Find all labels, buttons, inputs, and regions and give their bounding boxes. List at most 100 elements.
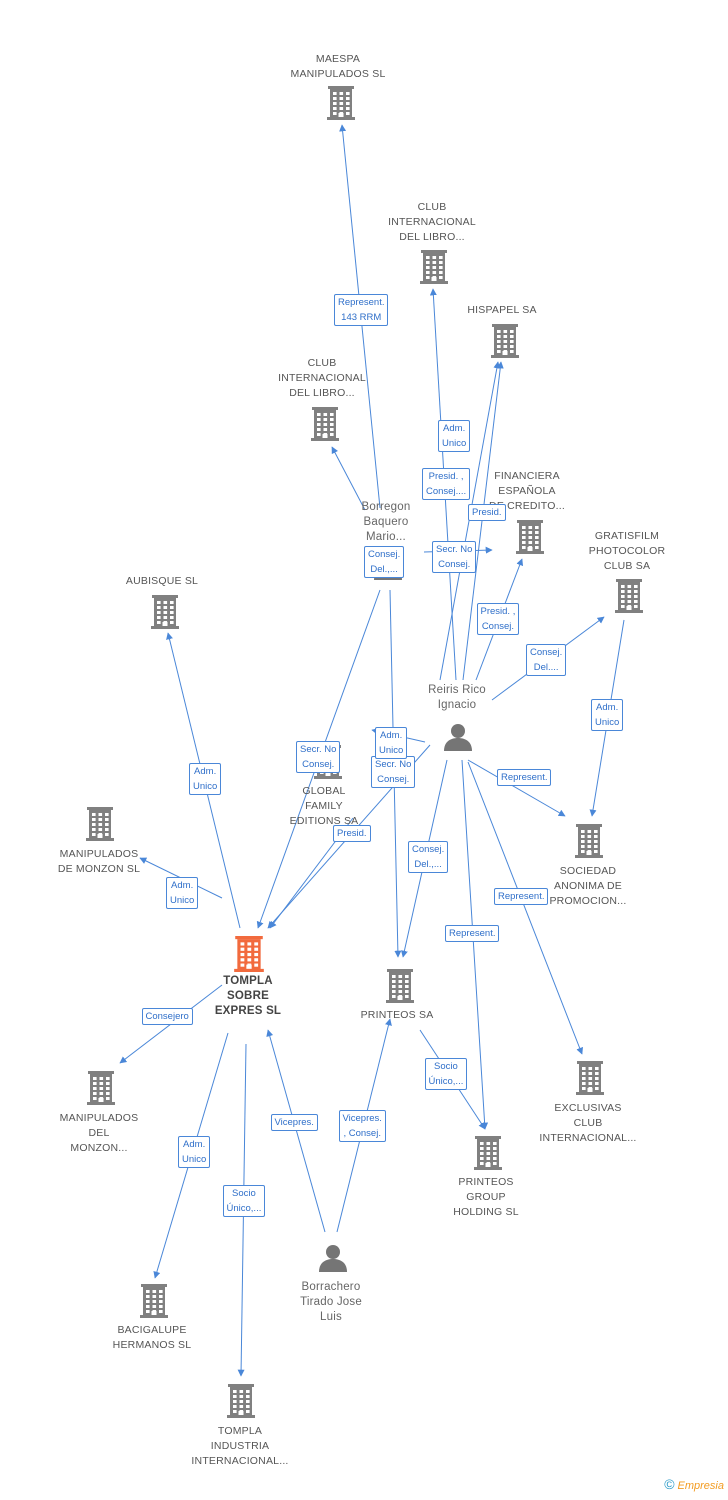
node-exclusivas[interactable] (576, 1061, 604, 1100)
edge-label-reiris-hispapel[interactable]: Presid. (468, 503, 506, 521)
node-label-line: DE MONZON SL (57, 863, 141, 875)
node-label-line: MANIPULADOS (59, 1112, 139, 1124)
edge-label-tompla-bacigalupe[interactable]: Adm.Unico (178, 1136, 211, 1168)
edge-label-line: Adm. (194, 766, 217, 777)
node-hispapel[interactable] (491, 324, 519, 363)
edge-label-line: Secr. No (436, 544, 473, 555)
node-label-line: INTERNACIONAL (278, 372, 366, 384)
building-icon (386, 969, 414, 1003)
edge-label-line: Consej. (368, 549, 401, 560)
node-reiris[interactable] (443, 723, 473, 756)
node-printeos[interactable] (386, 969, 414, 1008)
edge-label-reiris-printeos[interactable]: Consej.Del.,... (408, 841, 449, 873)
node-label-line: INDUSTRIA (210, 1440, 270, 1452)
node-borrachero[interactable] (318, 1244, 348, 1277)
node-bacigalupe[interactable] (140, 1284, 168, 1323)
node-label-line: ANONIMA DE (554, 880, 622, 892)
node-printeosgroup[interactable] (474, 1136, 502, 1175)
node-label-line: INTERNACIONAL (388, 216, 476, 228)
node-label-line: DEL (88, 1127, 110, 1139)
edge-label-reiris-gratisfilm[interactable]: Consej.Del.... (526, 644, 567, 676)
edge-label-line: Represent. (498, 890, 545, 902)
edge-label-reiris-hispapel[interactable]: Adm.Unico (438, 420, 471, 452)
node-gratisfilm[interactable] (615, 579, 643, 618)
edge-label-reiris-printeosgroup[interactable]: Represent. (445, 924, 500, 942)
edge-label-borrachero-printeos[interactable]: Vicepres., Consej. (338, 1110, 386, 1142)
node-label-hispapel[interactable]: HISPAPEL SA (432, 303, 572, 318)
node-label-printeos[interactable]: PRINTEOS SA (327, 1008, 467, 1023)
node-sociedad[interactable] (575, 824, 603, 863)
edge-label-reiris-financiera[interactable]: Presid. ,Consej. (476, 603, 520, 635)
edge-label-line: Consej.... (426, 486, 467, 497)
building-icon (311, 407, 339, 441)
edge-label-line: Único,... (226, 1203, 262, 1214)
edge-label-line: Unico (595, 717, 620, 728)
node-label-line: CLUB (573, 1117, 603, 1129)
edge-label-tompla-aubisque[interactable]: Adm.Unico (189, 763, 222, 795)
node-maespa[interactable] (327, 86, 355, 125)
edge-label-line: Del.,... (370, 564, 398, 575)
edge-label-borrachero-tompla[interactable]: Vicepres. (270, 1113, 318, 1131)
edge-label-gratisfilm-sociedad[interactable]: Adm. Unico (591, 699, 624, 731)
node-club1[interactable] (420, 250, 448, 289)
edge-label-reiris-exclusivas[interactable]: Represent. (494, 887, 549, 905)
edge-label-line: Adm. (596, 702, 619, 713)
node-financiera[interactable] (516, 520, 544, 559)
node-label-line: HISPAPEL SA (467, 304, 537, 316)
edge-label-borregon-maespa[interactable]: Represent.143 RRM (334, 294, 389, 326)
node-club2[interactable] (311, 407, 339, 446)
node-label-line: PRINTEOS SA (360, 1009, 434, 1021)
footer-brand[interactable]: ©Empresia (664, 1476, 724, 1492)
node-manipdelmonzon[interactable] (87, 1071, 115, 1110)
edge-label-line: Presid. , (480, 606, 516, 617)
node-label-line: EDITIONS SA (289, 815, 359, 827)
node-tompla[interactable] (234, 936, 264, 977)
node-label-line: DEL LIBRO... (399, 231, 465, 243)
edge-label-borregon-global[interactable]: Consej. Del.,... (364, 546, 405, 578)
edge-borrachero-tompla (266, 1029, 326, 1233)
node-label-line: Baquero (363, 516, 409, 528)
edge-label-reiris-global[interactable]: Adm.Unico (375, 727, 408, 759)
node-label-line: ESPAÑOLA (498, 485, 556, 497)
building-icon (327, 86, 355, 120)
building-icon (576, 1061, 604, 1095)
edge-label-line: Consej. (412, 844, 445, 855)
node-label-line: GLOBAL (302, 785, 346, 797)
edge-label-global-tompla[interactable]: Presid. (333, 824, 371, 842)
node-tomplaind[interactable] (227, 1384, 255, 1423)
node-aubisque[interactable] (151, 595, 179, 634)
edge-label-line: Represent. (501, 771, 548, 783)
node-label-line: AUBISQUE SL (125, 575, 199, 587)
node-manipmonzon[interactable] (86, 807, 114, 846)
edge-label-reiris-sociedad[interactable]: Represent. (497, 768, 552, 786)
edge-label-line: Consej. (302, 759, 335, 770)
person-icon (444, 724, 472, 751)
node-label-aubisque[interactable]: AUBISQUE SL (92, 574, 232, 589)
edge-label-line: Adm. (380, 730, 403, 741)
edge-label-reiris-club1[interactable]: Presid. ,Consej.... (422, 468, 471, 500)
edge-label-tompla-manipmonzon[interactable]: Adm.Unico (166, 877, 199, 909)
edge-label-tompla-manipdelmonzon[interactable]: Consejero (141, 1007, 193, 1025)
